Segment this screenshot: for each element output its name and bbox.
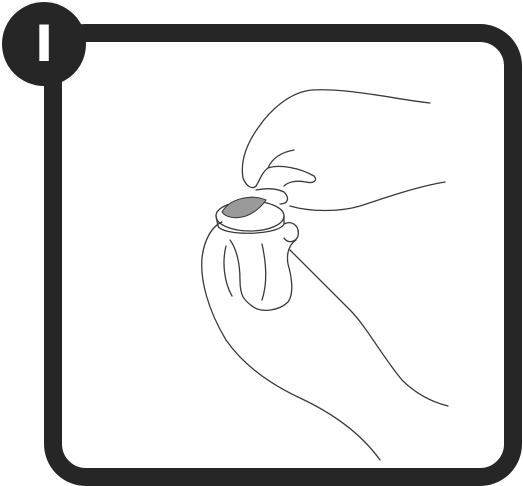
lower-hand [202, 222, 448, 460]
foil-seal [222, 197, 266, 217]
upper-hand [242, 90, 445, 211]
capsule-container [216, 197, 284, 233]
